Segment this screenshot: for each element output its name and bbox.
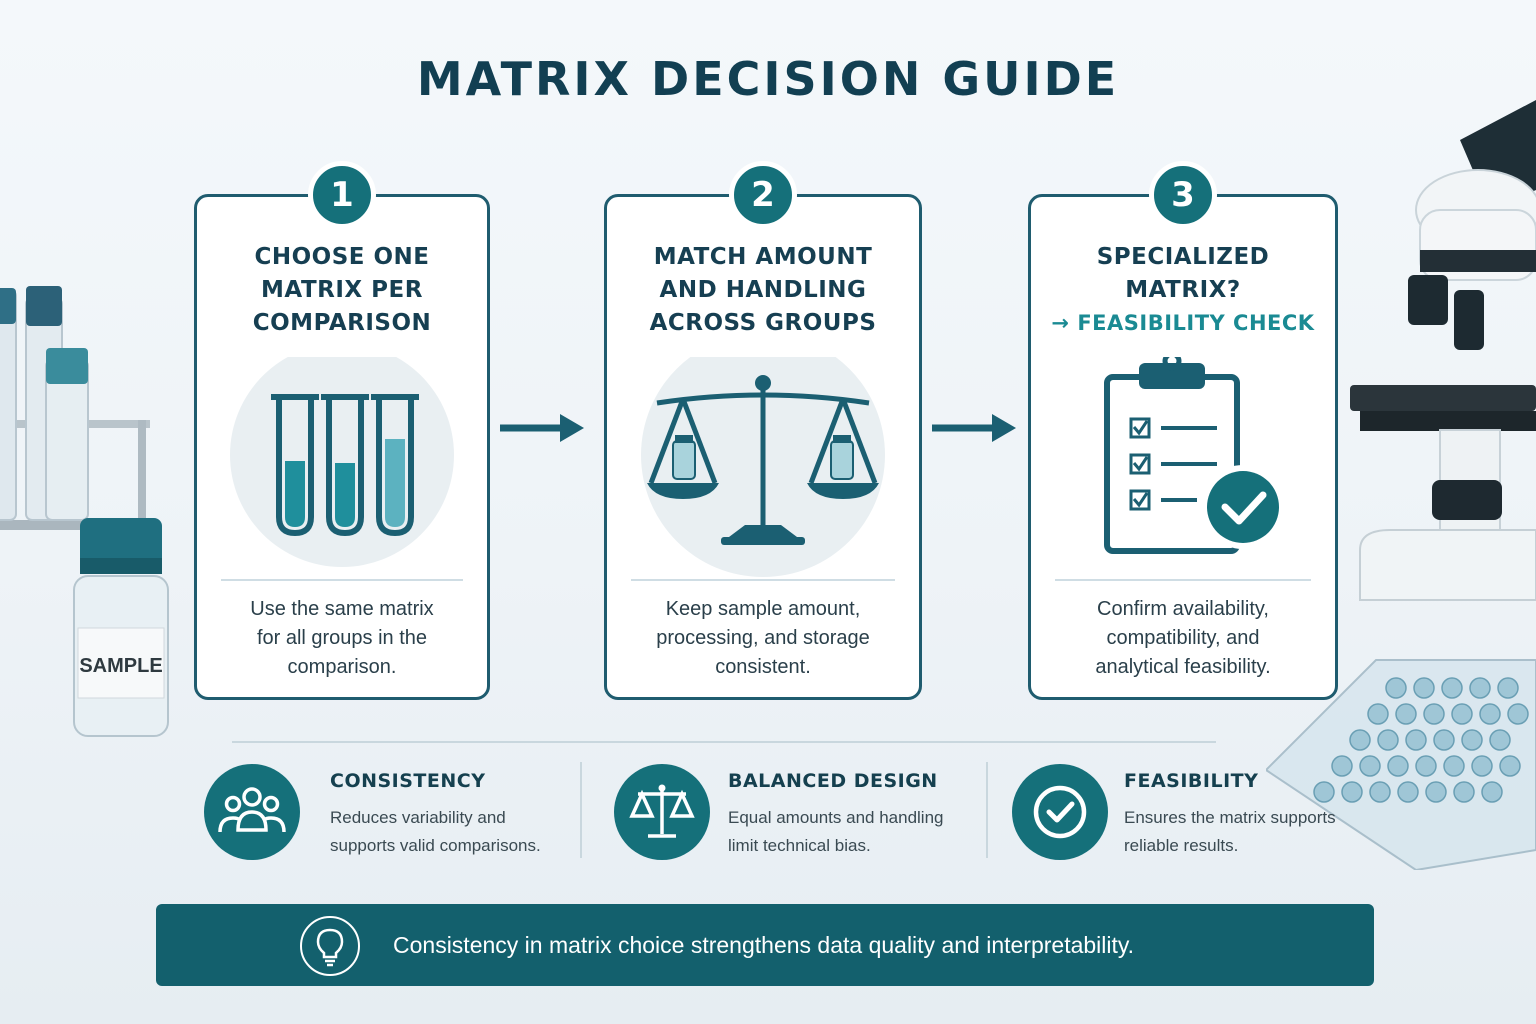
step-title: SPECIALIZED MATRIX? → FEASIBILITY CHECK: [1051, 241, 1315, 340]
sample-label: SAMPLE: [79, 655, 162, 677]
banner-text: Consistency in matrix choice strengthens…: [393, 932, 1135, 958]
step-card-3: 3 SPECIALIZED MATRIX? → FEASIBILITY CHEC…: [1028, 161, 1338, 700]
feature-consistency: CONSISTENCY Reduces variability and supp…: [204, 760, 574, 860]
step-number-badge: 2: [729, 161, 797, 229]
feature-divider: [580, 762, 582, 858]
feature-description: Equal amounts and handling limit technic…: [728, 808, 944, 855]
feature-description: Ensures the matrix supports reliable res…: [1124, 808, 1336, 855]
clipboard-check-icon: [1104, 357, 1285, 554]
step-description: Keep sample amount, processing, and stor…: [656, 598, 870, 678]
scale-icon: [614, 764, 710, 860]
step-description: Use the same matrix for all groups in th…: [250, 598, 434, 678]
feature-balanced-design: BALANCED DESIGN Equal amounts and handli…: [602, 760, 972, 860]
card-divider: [631, 579, 895, 581]
step-description: Confirm availability, compatibility, and…: [1095, 598, 1271, 678]
microscope-illustration: [1350, 100, 1536, 601]
card-divider: [221, 579, 463, 581]
well-plate-illustration: [1266, 659, 1536, 870]
feature-divider: [986, 762, 988, 858]
feature-description: Reduces variability and supports valid c…: [330, 808, 541, 855]
sample-bottle-illustration: SAMPLE: [73, 518, 169, 737]
step-card-2: 2 MATCH AMOUNT AND HANDLING ACROSS GROUP…: [604, 161, 922, 700]
step-title: MATCH AMOUNT AND HANDLING ACROSS GROUPS: [649, 244, 877, 336]
feature-feasibility: FEASIBILITY Ensures the matrix supports …: [1012, 760, 1382, 860]
step-title: CHOOSE ONE MATRIX PER COMPARISON: [252, 244, 432, 336]
people-group-icon: [204, 764, 300, 860]
lightbulb-icon: [300, 916, 360, 976]
check-circle-icon: [1012, 764, 1108, 860]
balance-scale-icon: [641, 357, 885, 577]
step-number-badge: 1: [308, 161, 376, 229]
step-number-badge: 3: [1149, 161, 1217, 229]
feasibility-check-label: → FEASIBILITY CHECK: [1051, 311, 1315, 335]
test-tubes-icon: [230, 357, 454, 567]
test-tube-rack-illustration: [0, 286, 150, 530]
arrow-right-icon: [500, 414, 584, 442]
card-divider: [1055, 579, 1311, 581]
arrow-right-icon: [932, 414, 1016, 442]
key-takeaway-banner: Consistency in matrix choice strengthens…: [156, 904, 1374, 986]
step-card-1: 1 CHOOSE ONE MATRIX PER COMPARISON Use t…: [194, 161, 490, 700]
section-divider: [232, 741, 1216, 743]
page-title: MATRIX DECISION GUIDE: [416, 52, 1120, 106]
